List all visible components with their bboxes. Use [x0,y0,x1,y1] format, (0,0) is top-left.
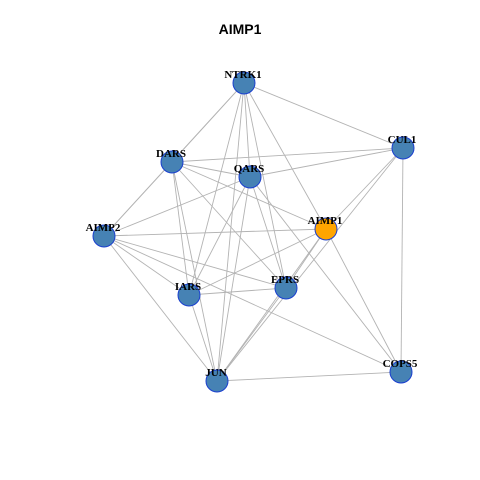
edge-dars-qars [171,161,251,178]
node-ntrk1 [232,71,256,95]
edge-jun-cops5 [216,371,402,382]
edge-ntrk1-cul1 [243,82,404,149]
edge-layer [103,82,404,382]
node-label-dars: DARS [156,148,186,160]
node-dars [160,150,184,174]
edge-dars-jun [171,161,218,382]
edge-dars-eprs [171,161,287,289]
edge-aimp1-iars [188,228,327,296]
edge-eprs-jun [216,287,287,382]
node-layer [92,71,415,393]
edge-cul1-jun [216,147,404,382]
edge-ntrk1-iars [188,82,245,296]
edge-qars-cops5 [249,176,402,373]
node-aimp2 [92,224,116,248]
edge-cul1-cops5 [400,147,404,373]
edge-aimp2-jun [103,235,218,382]
node-label-aimp2: AIMP2 [86,222,121,234]
edge-qars-eprs [249,176,287,289]
node-label-cops5: COPS5 [383,358,418,370]
edge-cul1-aimp1 [325,147,404,230]
edge-dars-aimp2 [103,161,173,237]
edge-cul1-dars [171,147,404,163]
edge-qars-jun [216,176,251,382]
edge-ntrk1-aimp1 [243,82,327,230]
node-label-qars: QARS [234,163,265,175]
node-jun [205,369,229,393]
node-label-jun: JUN [205,367,226,379]
edge-ntrk1-eprs [243,82,287,289]
edge-aimp2-cops5 [103,235,402,373]
node-label-aimp1: AIMP1 [308,215,343,227]
edge-aimp1-cops5 [325,228,402,373]
node-cul1 [391,136,415,160]
diagram-title: AIMP1 [218,21,262,37]
node-eprs [274,276,298,300]
node-cops5 [389,360,413,384]
node-iars [177,283,201,307]
edge-aimp2-iars [103,235,190,296]
edge-iars-jun [188,294,218,382]
node-label-ntrk1: NTRK1 [224,69,261,81]
edge-qars-iars [188,176,251,296]
edge-aimp2-eprs [103,235,287,289]
node-aimp1 [314,217,338,241]
node-qars [238,165,262,189]
node-label-iars: IARS [175,281,201,293]
edge-dars-iars [171,161,190,296]
edge-aimp1-jun [216,228,327,382]
node-label-eprs: EPRS [271,274,299,286]
edge-ntrk1-qars [243,82,251,178]
edge-eprs-iars [188,287,287,296]
node-label-cul1: CUL1 [388,134,417,146]
edge-cul1-qars [249,147,404,178]
edge-dars-aimp1 [171,161,327,230]
edge-aimp1-aimp2 [103,228,327,237]
edge-qars-aimp2 [103,176,251,237]
